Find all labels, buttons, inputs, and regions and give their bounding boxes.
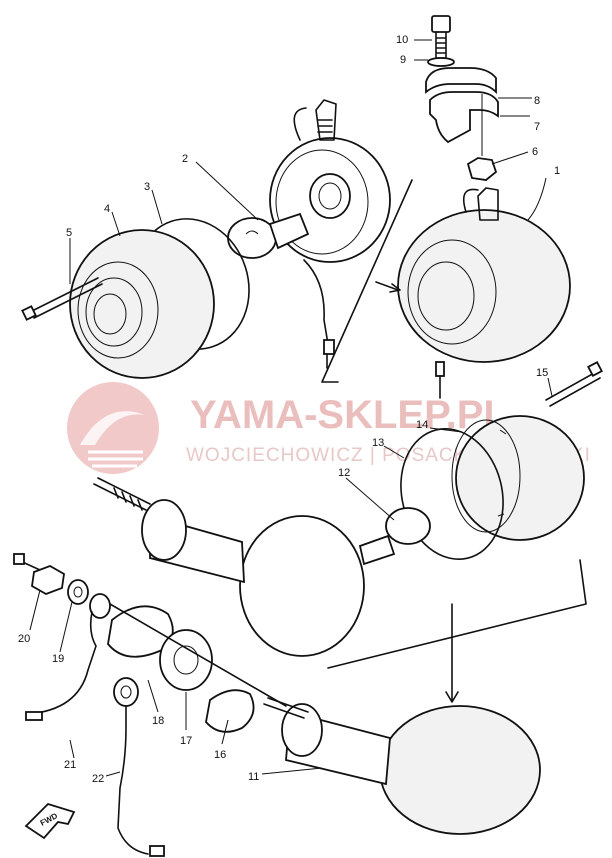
callout-21: 21 [64,759,76,771]
bulb-lower [358,507,431,566]
callout-14: 14 [416,419,428,431]
lens-lower [451,415,585,541]
gasket-lower [400,428,504,560]
callout-12: 12 [338,467,350,479]
callout-22: 22 [92,773,104,785]
leader-lines [29,39,553,777]
callout-13: 13 [372,437,384,449]
callout-6: 6 [532,146,538,158]
washer [427,57,455,67]
flasher-body-middle [93,477,365,657]
callout-9: 9 [400,54,406,66]
group-bracket-lower [327,559,587,669]
lens-upper [69,229,215,379]
callout-15: 15 [536,367,548,379]
nut [466,157,498,181]
callout-3: 3 [144,181,150,193]
lens-screw-upper [21,277,103,321]
watermark-brand: YAMA-SKLEP.PL [190,393,508,437]
callout-1: 1 [554,165,560,177]
callout-11: 11 [248,771,259,783]
mounting-hardware-left [13,553,287,857]
callout-4: 4 [104,203,110,215]
callout-20: 20 [18,633,30,645]
lens-screw-lower [545,361,603,407]
callout-8: 8 [534,95,540,107]
flasher-assembled-upper [397,187,571,399]
callout-5: 5 [66,227,72,239]
callout-19: 19 [52,653,64,665]
bolt-head [431,15,451,33]
callout-7: 7 [534,121,540,133]
callout-16: 16 [214,749,226,761]
bolt-shank [435,31,447,59]
bracket-lower [429,91,499,144]
arrow-upper [375,281,399,291]
forward-direction-marker: FWD [24,802,76,840]
group-bracket-upper [321,179,413,383]
callout-10: 10 [396,34,408,46]
callout-17: 17 [180,735,192,747]
callout-labels: 1 2 3 4 5 6 7 8 9 10 11 12 13 14 15 16 1… [18,34,560,785]
callout-18: 18 [152,715,164,727]
callout-2: 2 [182,153,188,165]
bracket-upper [425,67,497,95]
mounting-bracket-assembly [425,15,499,181]
flasher-assembled-lower [263,697,541,835]
